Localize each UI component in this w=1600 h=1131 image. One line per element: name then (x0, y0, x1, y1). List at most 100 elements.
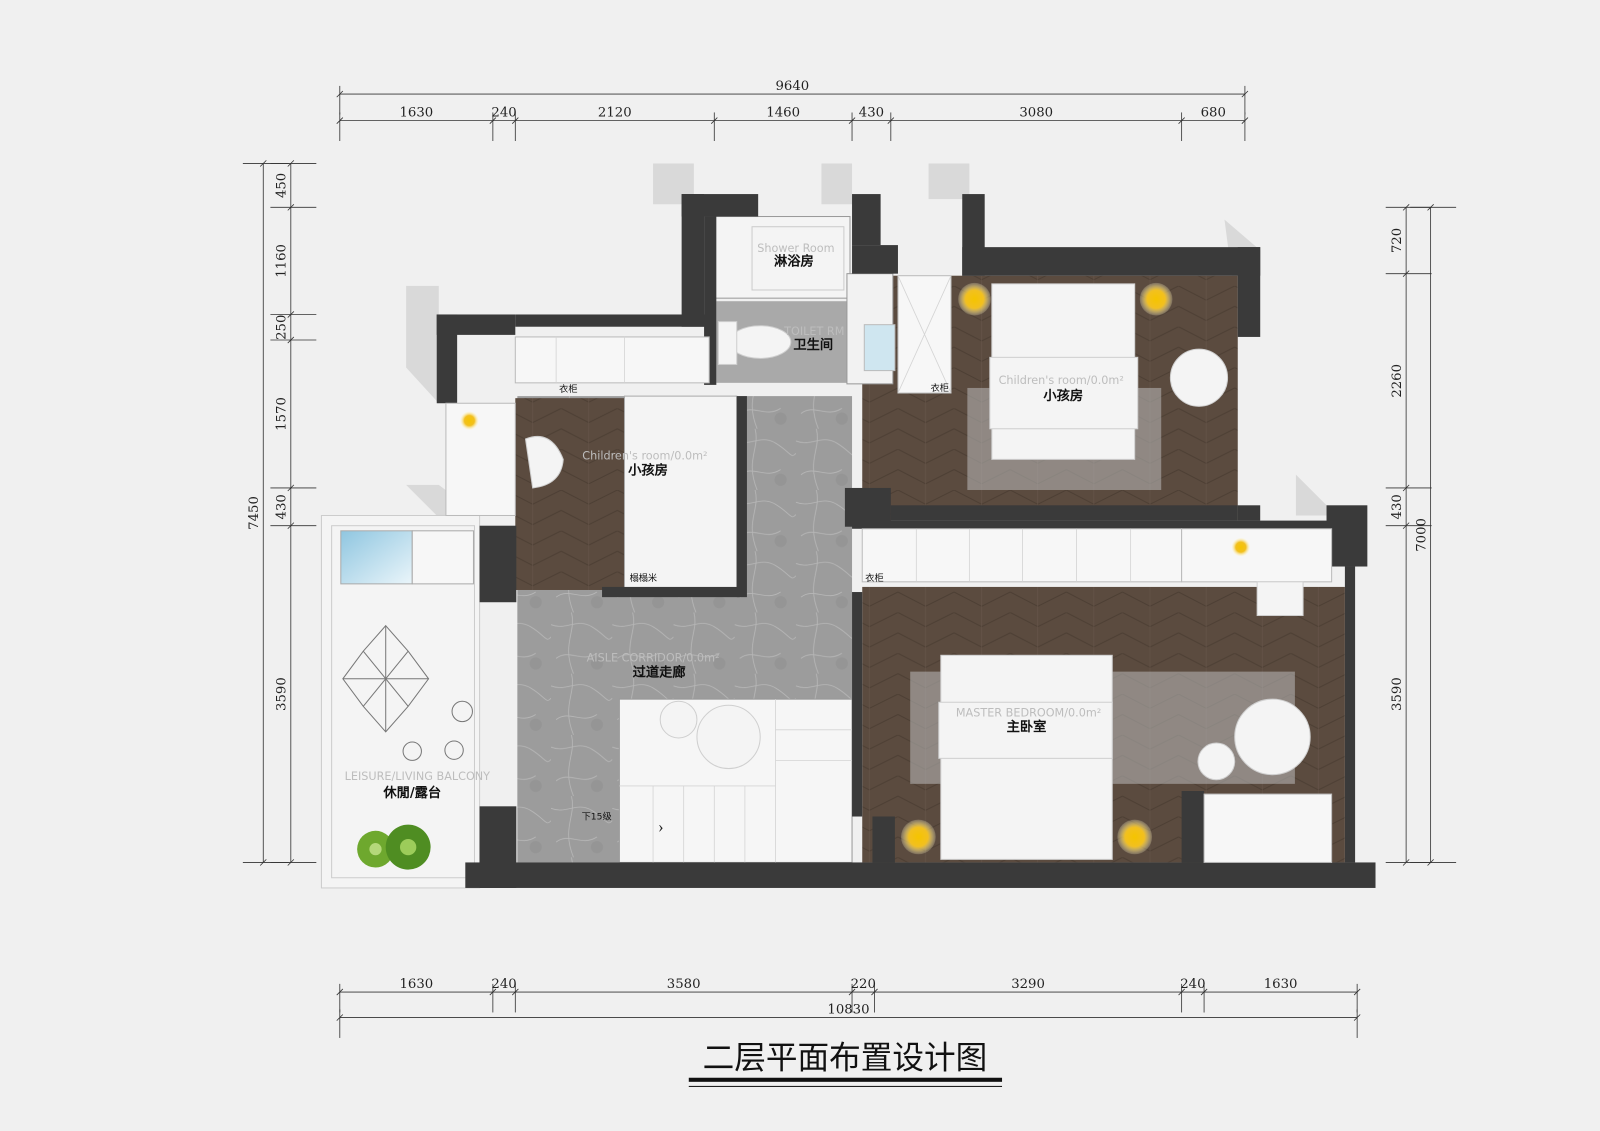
bottom-segment-dimension-label: 1630 (1264, 977, 1298, 992)
dimension-tick (848, 988, 856, 996)
side-table (1197, 742, 1236, 781)
dimension-tick (1200, 988, 1208, 996)
right-segment-dimension-label: 2260 (1390, 364, 1405, 398)
left-segment-dimension-label: 1160 (275, 244, 290, 278)
dimension-tick (287, 484, 295, 492)
dimension-tick (287, 160, 295, 167)
chair (524, 435, 564, 489)
dimension-tick (287, 203, 295, 211)
walls (436, 194, 1376, 888)
arrow-right-icon: › (658, 817, 663, 836)
dimension-tick (1427, 859, 1434, 866)
wardrobe-label: 衣柜 (559, 383, 577, 395)
right-segment-dimension-label: 3590 (1390, 677, 1405, 711)
plant-icon (357, 824, 431, 870)
dimension-tick (1402, 270, 1410, 278)
top-segment-dimension-label: 2120 (598, 106, 632, 121)
master-label-en: MASTER BEDROOM/0.0m² (956, 707, 1101, 720)
dimension-tick (887, 117, 895, 124)
dimension-tick (1241, 90, 1249, 98)
master-label-cn: 主卧室 (1007, 718, 1047, 735)
toilet-label-cn: 卫生间 (793, 336, 833, 353)
dimension-tick (1402, 203, 1410, 211)
stairs-label: 下15级 (582, 811, 612, 823)
left-segment-dimension-label: 250 (275, 315, 290, 340)
balcony-label-en: LEISURE/LIVING BALCONY (345, 770, 491, 783)
top-total-dimension-label: 9640 (775, 79, 809, 94)
dimension-tick (1402, 859, 1410, 866)
bottom-segment-dimension-label: 3580 (667, 977, 701, 992)
dimension-tick (287, 522, 295, 530)
dimension-tick (1402, 484, 1410, 492)
left-total-dimension-label: 7450 (247, 496, 262, 530)
lamp-icon (901, 819, 936, 855)
round-chair (696, 704, 761, 770)
dimension-tick (287, 859, 295, 866)
children-right-label-cn: 小孩房 (1043, 387, 1083, 404)
children-left-label-en: Children's room/0.0m² (582, 449, 707, 462)
dimension-lines: 9640 1630 240 2120 1460 430 3080 680 1630 240 3580… (242, 79, 1457, 1038)
dimension-tick (1353, 988, 1361, 996)
drawing-title: 二层平面布置设计图 (703, 1041, 988, 1077)
lamp-icon (958, 282, 991, 316)
corridor-label-en: AISLE CORRIDOR/0.0m² (587, 651, 720, 664)
right-segment-dimension-label: 720 (1390, 228, 1405, 253)
dimension-tick (489, 988, 497, 996)
wardrobe-label: 衣柜 (931, 382, 949, 394)
shower-label-en: Shower Room (757, 242, 834, 255)
top-segment-dimension-label: 3080 (1019, 106, 1053, 121)
dimension-tick (1402, 522, 1410, 530)
toilet-icon (729, 325, 792, 359)
top-segment-dimension-label: 680 (1201, 106, 1226, 121)
dimension-tick (511, 117, 519, 124)
sink-icon (863, 324, 896, 372)
wardrobes: 衣柜 衣柜 衣柜 (445, 275, 1333, 863)
dimension-tick (336, 117, 344, 124)
toilet-label-en: TOILET RM (783, 325, 844, 338)
bottom-total-dimension-label: 10830 (827, 1002, 869, 1017)
dimension-tick (511, 988, 519, 996)
bottom-segment-dimension-label: 3290 (1011, 977, 1045, 992)
dimension-tick (1178, 117, 1185, 124)
shower-room (713, 216, 851, 299)
left-segment-dimension-label: 450 (275, 173, 290, 198)
lamp-icon (1139, 282, 1173, 316)
dimension-tick (1178, 988, 1185, 996)
dimension-tick (259, 160, 267, 167)
children-left-label-cn: 小孩房 (628, 462, 668, 479)
dimension-tick (489, 117, 497, 124)
right-total-dimension-label: 7000 (1415, 518, 1430, 552)
title-underline-thin (688, 1085, 1003, 1087)
shower-label-cn: 淋浴房 (774, 253, 814, 270)
dimension-tick (1353, 1014, 1361, 1021)
tatami-label: 榻榻米 (630, 572, 658, 584)
dimension-tick (259, 859, 267, 866)
umbrella-icon (342, 624, 473, 761)
bottom-segment-dimension-label: 1630 (399, 977, 433, 992)
dimension-tick (287, 336, 295, 344)
children-left-floor (515, 398, 625, 590)
left-segment-dimension-label: 430 (275, 494, 290, 519)
dimension-tick (1241, 117, 1249, 124)
top-segment-dimension-label: 1460 (766, 106, 800, 121)
left-segment-dimension-label: 3590 (275, 677, 290, 711)
stair-steps (619, 699, 853, 863)
round-table (659, 700, 698, 739)
pool (340, 530, 413, 585)
dimension-tick (710, 117, 718, 124)
left-segment-dimension-label: 1570 (275, 397, 290, 431)
balcony-label-cn: 休閒/露台 (382, 784, 441, 801)
bottom-segment-dimension-label: 220 (851, 977, 876, 992)
tatami (623, 395, 738, 589)
children-right-label-en: Children's room/0.0m² (999, 374, 1124, 387)
title-underline (688, 1077, 1003, 1082)
wardrobe-label: 衣柜 (865, 572, 883, 584)
bottom-segment-dimension-label: 240 (1180, 977, 1205, 992)
lamp-icon (1117, 819, 1153, 855)
top-segment-dimension-label: 240 (491, 106, 516, 121)
bottom-segment-dimension-label: 240 (491, 977, 516, 992)
dimension-tick (1427, 203, 1434, 211)
lamp-icon (1231, 537, 1250, 557)
corridor-label-cn: 过道走廊 (633, 664, 686, 681)
